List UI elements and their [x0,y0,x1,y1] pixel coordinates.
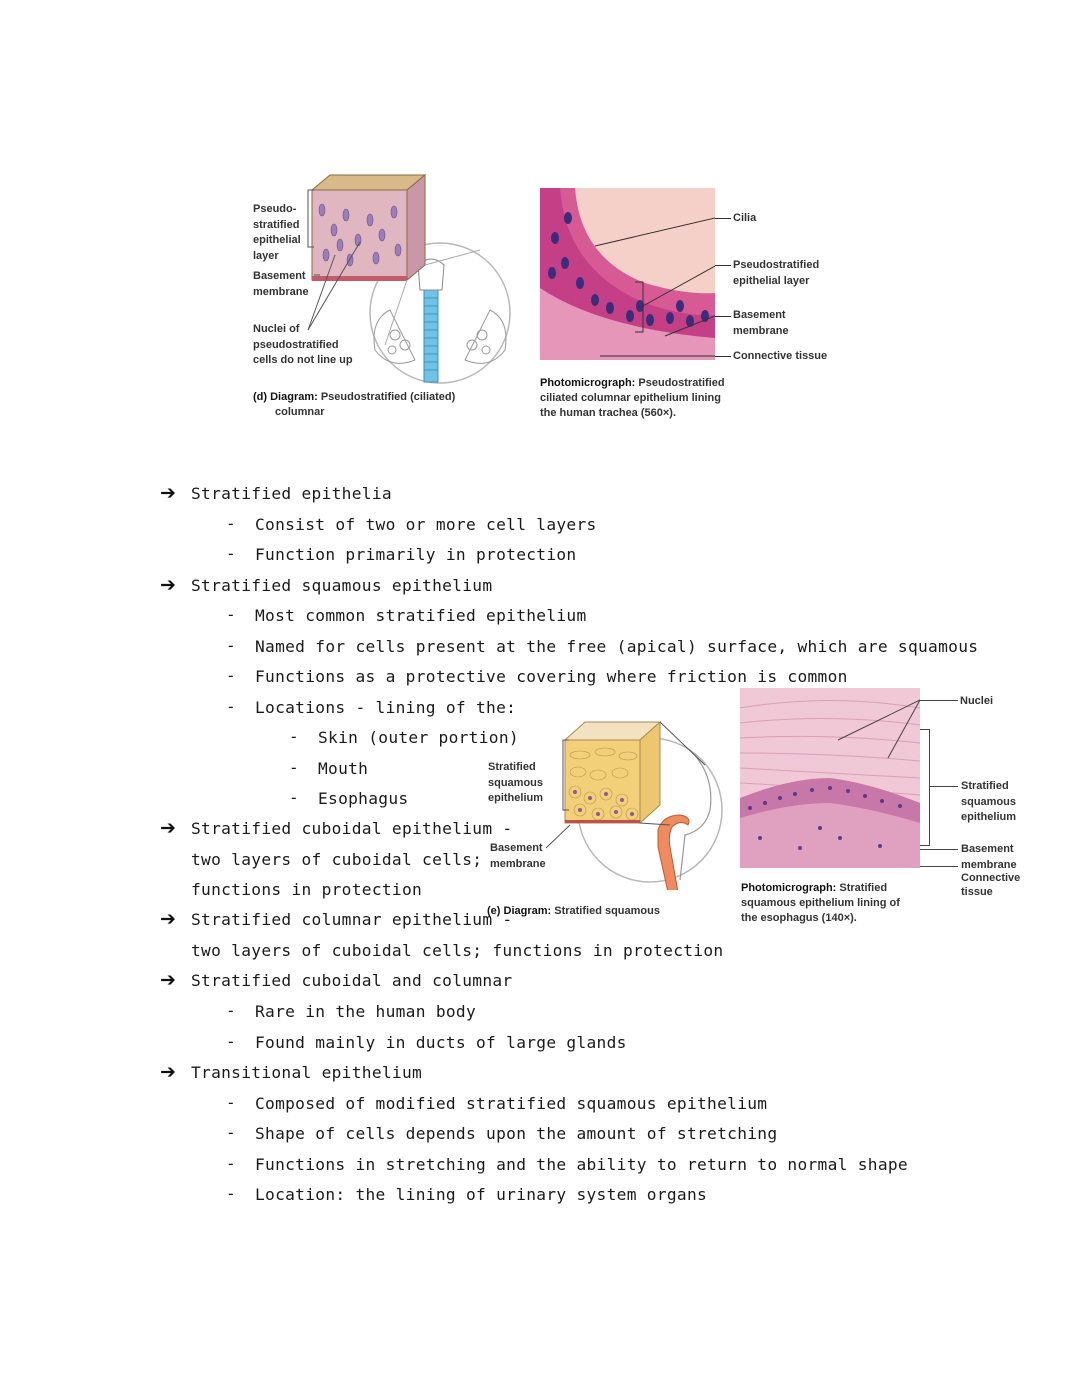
note-line: Most common stratified epithelium [255,606,587,625]
pseudostratified-diagram [250,170,520,385]
connective-e-leader [920,866,958,867]
dash: - [289,727,299,746]
heading-stratified-columnar: Stratified columnar epithelium - [191,910,513,929]
diagram-d-nuclei-label: Nuclei of pseudostratified cells do not … [253,323,353,366]
heading-transitional: Transitional epithelium [191,1063,423,1082]
photo-d-caption: Photomicrograph: Pseudostratified ciliat… [540,377,725,419]
photo-e-nuclei-label: Nuclei [960,695,994,707]
note-line: Found mainly in ducts of large glands [255,1033,627,1052]
note-line: functions in protection [191,880,423,899]
note-line: Shape of cells depends upon the amount o… [255,1124,778,1143]
basement-leader [715,316,731,317]
heading-stratified-squamous: Stratified squamous epithelium [191,576,493,595]
epithelium-bracket [920,729,930,846]
note-line: Rare in the human body [255,1002,477,1021]
dash: - [289,788,299,807]
photo-d-cilia-label: Cilia [733,212,757,224]
photo-d-basement-label: Basement membrane [733,309,789,337]
diagram-d-caption: (d) Diagram: Pseudostratified (ciliated)… [253,391,456,418]
photo-d-layer-label: Pseudostratified epithelial layer [733,259,820,287]
note-line: Location: the lining of urinary system o… [255,1185,708,1204]
note-subline: Skin (outer portion) [318,728,519,747]
photo-e-layer-label: Stratified squamous epithelium [961,780,1017,823]
note-subline: Esophagus [318,789,409,808]
diagram-d-basement-label: Basement membrane [253,270,309,298]
note-line: Consist of two or more cell layers [255,515,597,534]
heading-cuboidal-columnar: Stratified cuboidal and columnar [191,971,513,990]
note-line: two layers of cuboidal cells; [191,850,483,869]
heading-stratified-epithelia: Stratified epithelia [191,484,392,503]
dash: - [226,605,236,624]
dash: - [226,544,236,563]
dash: - [226,1123,236,1142]
dash: - [226,1184,236,1203]
stratified-squamous-photomicrograph [739,688,921,868]
diagram-e-layer-label: Stratified squamous epithelium [488,761,544,804]
layer-leader [715,265,731,266]
note-subline: Mouth [318,759,369,778]
photo-d-connective-label: Connective tissue [733,350,828,362]
bullet-arrow: ➔ [160,817,176,839]
note-line: Functions in stretching and the ability … [255,1155,908,1174]
bullet-arrow: ➔ [160,574,176,596]
bullet-arrow: ➔ [160,908,176,930]
basement-e-leader [920,849,958,850]
note-line: Functions as a protective covering where… [255,667,848,686]
dash: - [226,1093,236,1112]
photo-e-basement-label: Basement membrane [961,843,1017,871]
diagram-e-caption: (e) Diagram: Stratified squamous [487,905,660,917]
dash: - [226,636,236,655]
epithelium-leader [930,786,958,787]
cilia-leader [715,218,731,219]
dash: - [226,514,236,533]
note-line: Named for cells present at the free (api… [255,637,979,656]
dash: - [226,697,236,716]
nuclei-leader [920,700,958,701]
dash: - [289,758,299,777]
note-line: Function primarily in protection [255,545,577,564]
note-line: two layers of cuboidal cells; functions … [191,941,724,960]
diagram-d-layer-label: Pseudo- stratified epithelial layer [253,203,301,262]
dash: - [226,666,236,685]
stratified-squamous-diagram [540,710,725,893]
heading-stratified-cuboidal: Stratified cuboidal epithelium - [191,819,513,838]
bullet-arrow: ➔ [160,1061,176,1083]
dash: - [226,1154,236,1173]
bullet-arrow: ➔ [160,969,176,991]
connective-leader [715,356,731,357]
note-line: Locations - lining of the: [255,698,517,717]
bullet-arrow: ➔ [160,482,176,504]
diagram-e-basement-label: Basement membrane [490,842,546,870]
dash: - [226,1032,236,1051]
photo-e-caption: Photomicrograph: Stratified squamous epi… [741,882,900,924]
note-line: Composed of modified stratified squamous… [255,1094,768,1113]
dash: - [226,1001,236,1020]
photo-e-connective-label: Connective tissue [961,872,1021,898]
pseudostratified-photomicrograph [540,188,716,360]
